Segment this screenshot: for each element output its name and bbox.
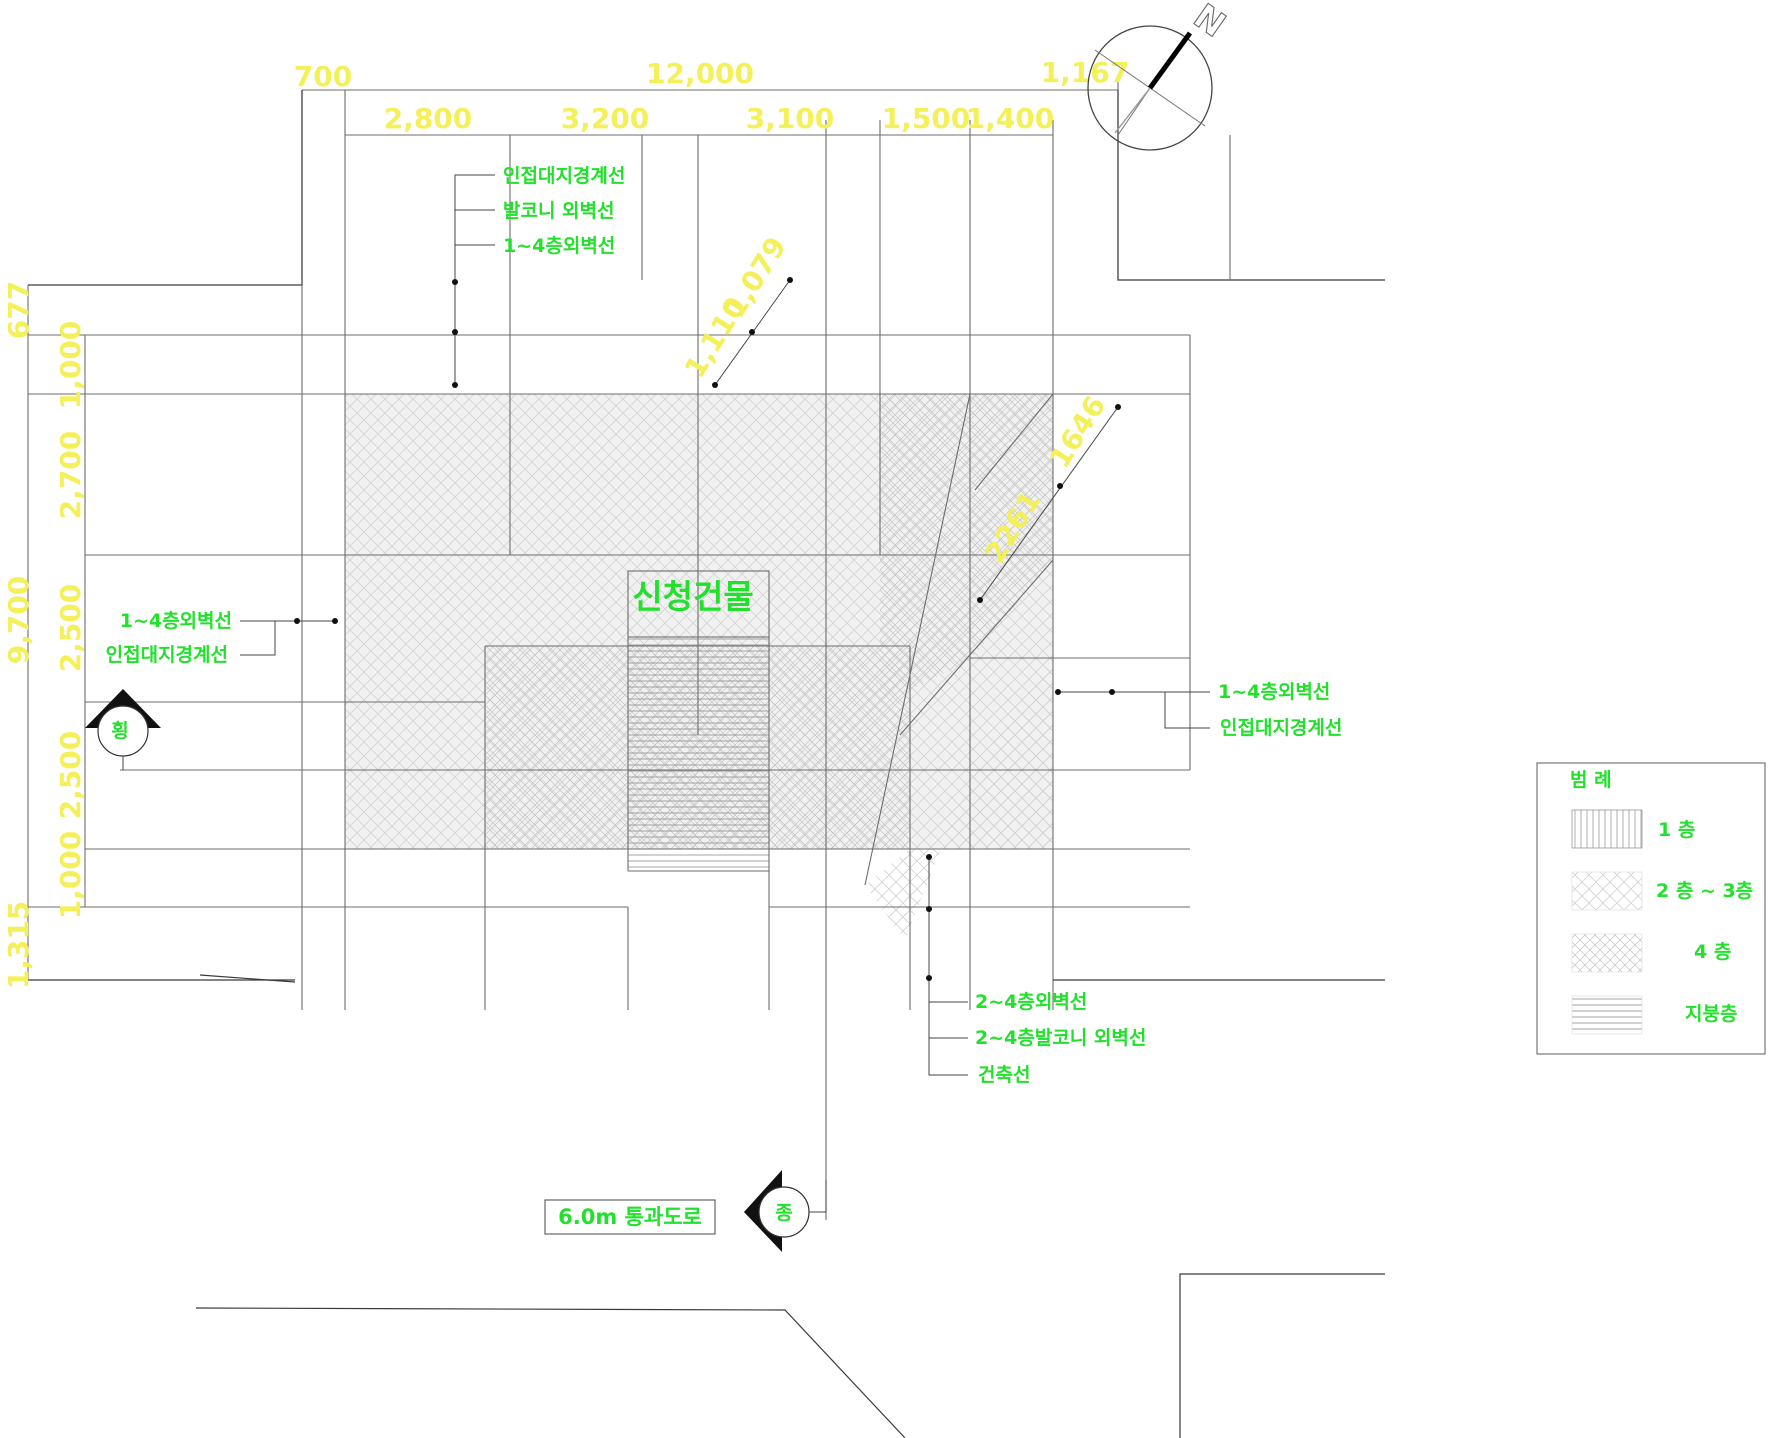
floor-hatch-areas — [345, 394, 1053, 940]
label-bottom-building-line: 건축선 — [978, 1064, 1030, 1086]
label-bottom-wall: 2~4층외벽선 — [975, 991, 1087, 1013]
leader-left: 1~4층외벽선 인접대지경계선 — [106, 610, 338, 666]
dim-left-1315: 1,315 — [2, 901, 35, 990]
legend-swatch-floor1 — [1571, 809, 1643, 849]
dim-top-1400: 1,400 — [966, 102, 1055, 135]
section-marker-west: 횡 — [85, 689, 161, 770]
building-name: 신청건물 — [632, 577, 753, 616]
dim-top-700: 700 — [294, 60, 352, 93]
legend-label-floor23: 2 층 ~ 3층 — [1656, 880, 1753, 902]
dim-left-1000a: 1,000 — [54, 321, 87, 410]
dim-left-9700: 9,700 — [2, 576, 35, 665]
dim-top-3200: 3,200 — [561, 102, 650, 135]
legend-label-floor4: 4 층 — [1694, 941, 1731, 963]
dim-top-1500: 1,500 — [882, 102, 971, 135]
label-top-balcony: 발코니 외벽선 — [503, 200, 615, 222]
section-south-label: 종 — [775, 1202, 792, 1224]
diag-dim-nw-2: 1,079 — [718, 231, 793, 324]
label-left-boundary: 인접대지경계선 — [106, 644, 228, 666]
top-dimensions: 700 12,000 1,167 2,800 3,200 3,100 1,500… — [294, 56, 1130, 135]
label-right-wall: 1~4층외벽선 — [1218, 681, 1330, 703]
legend-swatch-roof — [1571, 995, 1643, 1035]
legend-swatch-floor4 — [1571, 933, 1643, 973]
dim-top-12000: 12,000 — [646, 57, 754, 90]
legend-swatch-floor23 — [1571, 871, 1643, 911]
leader-top: 인접대지경계선 발코니 외벽선 1~4층외벽선 — [452, 165, 625, 388]
road-label: 6.0m 통과도로 — [558, 1205, 702, 1229]
left-dimensions: 677 9,700 1,315 1,000 2,700 2,500 2,500 … — [2, 281, 87, 990]
lower-balcony-hatch — [865, 660, 1053, 940]
dim-top-1167: 1,167 — [1041, 56, 1130, 89]
legend: 범 례 1 층 2 층 ~ 3층 4 층 지붕층 — [1536, 762, 1766, 1055]
leader-bottom: 2~4층외벽선 2~4층발코니 외벽선 건축선 — [926, 854, 1146, 1086]
dim-left-2500b: 2,500 — [54, 731, 87, 820]
dim-left-677: 677 — [2, 281, 35, 339]
dim-left-2500a: 2,500 — [54, 584, 87, 673]
legend-label-roof: 지붕층 — [1685, 1003, 1737, 1025]
balcony-hatch — [880, 394, 1053, 700]
north-letter: N — [1186, 0, 1232, 46]
legend-label-floor1: 1 층 — [1658, 819, 1695, 841]
label-left-wall: 1~4층외벽선 — [120, 610, 232, 632]
label-top-boundary: 인접대지경계선 — [503, 165, 625, 187]
leader-right: 1~4층외벽선 인접대지경계선 — [1055, 681, 1342, 739]
dim-left-2700: 2,700 — [54, 431, 87, 520]
label-right-boundary: 인접대지경계선 — [1220, 717, 1342, 739]
legend-title: 범 례 — [1570, 769, 1612, 791]
dim-top-3100: 3,100 — [746, 102, 835, 135]
dim-top-2800: 2,800 — [384, 102, 473, 135]
section-marker-south: 종 — [744, 1170, 827, 1252]
label-bottom-balcony: 2~4층발코니 외벽선 — [975, 1027, 1146, 1049]
plan-lines — [27, 75, 1385, 1438]
label-top-wall: 1~4층외벽선 — [503, 235, 615, 257]
section-west-label: 횡 — [111, 720, 128, 742]
dim-left-1000b: 1,000 — [54, 831, 87, 920]
road-label-box: 6.0m 통과도로 — [544, 1199, 716, 1235]
